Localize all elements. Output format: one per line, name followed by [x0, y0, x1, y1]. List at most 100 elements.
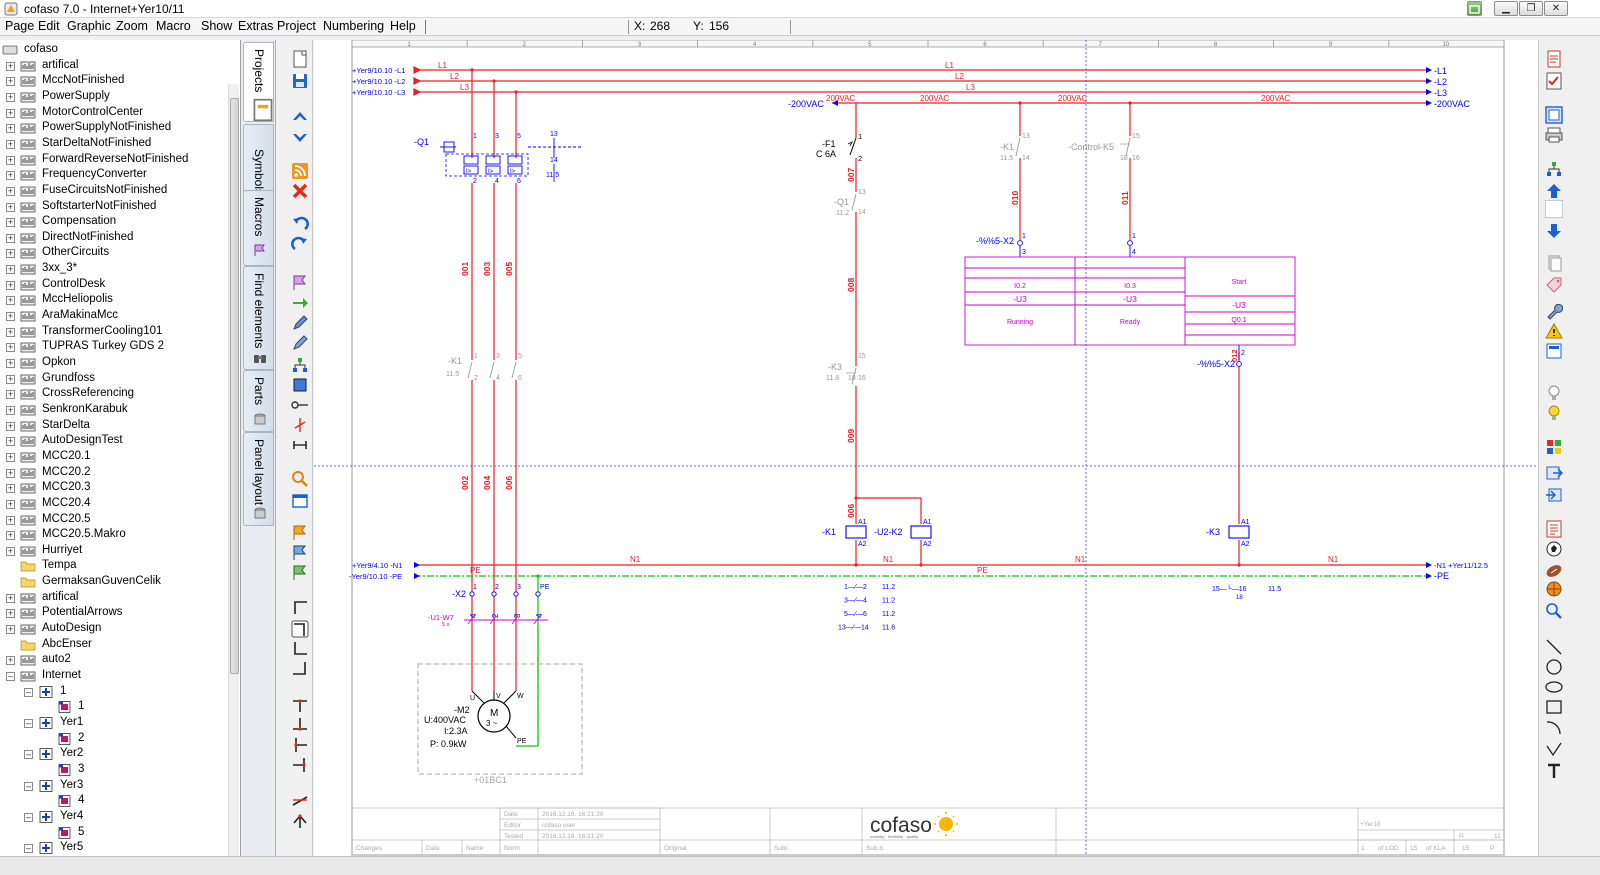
- control-k5-contact[interactable]: -Control-K5 15 18 16: [1068, 133, 1140, 162]
- expand-icon[interactable]: +: [6, 185, 15, 196]
- arc-tool-icon[interactable]: [1545, 718, 1563, 736]
- corner-tl-icon[interactable]: [291, 598, 309, 616]
- corner-br-icon[interactable]: [291, 660, 309, 678]
- grid-icon[interactable]: [1545, 438, 1563, 456]
- collapse-icon[interactable]: –: [24, 780, 33, 791]
- expand-icon[interactable]: +: [6, 326, 15, 337]
- redo-icon[interactable]: [291, 236, 309, 254]
- k2-coil[interactable]: -U2-K2 A1 A2: [874, 519, 932, 548]
- q1-breaker[interactable]: -Q1 1 3 5 13 2 4 6 14 11.5 I> I> I>: [414, 131, 582, 185]
- menu-show[interactable]: Show: [201, 19, 233, 33]
- new-page-icon[interactable]: [291, 50, 309, 68]
- expand-icon[interactable]: +: [6, 498, 15, 509]
- checklist-icon[interactable]: [1545, 72, 1563, 90]
- expand-icon[interactable]: +: [6, 467, 15, 478]
- ellipse-tool-icon[interactable]: [1545, 678, 1563, 696]
- expand-icon[interactable]: +: [6, 514, 15, 525]
- collapse-icon[interactable]: –: [24, 749, 33, 760]
- tab-find-elements[interactable]: Find elements: [243, 266, 274, 370]
- save-icon[interactable]: [291, 72, 309, 90]
- expand-icon[interactable]: +: [6, 264, 15, 275]
- plc-io-block[interactable]: I0.2 I0.3 Q0.1 -U3 -U3 -U3 Running Ready…: [964, 256, 1296, 346]
- expand-icon[interactable]: +: [6, 60, 15, 71]
- expand-icon[interactable]: +: [6, 342, 15, 353]
- expand-icon[interactable]: +: [6, 624, 15, 635]
- import-icon[interactable]: [1545, 486, 1563, 504]
- k1-coil[interactable]: -K1 A1 A2: [822, 519, 867, 548]
- list-icon[interactable]: [1545, 520, 1563, 538]
- menu-zoom[interactable]: Zoom: [116, 19, 148, 33]
- expand-icon[interactable]: +: [6, 170, 15, 181]
- bulb-on-icon[interactable]: [1545, 404, 1563, 422]
- wrench-icon[interactable]: [1545, 302, 1563, 320]
- rectangle-tool-icon[interactable]: [1545, 698, 1563, 716]
- expand-icon[interactable]: +: [6, 420, 15, 431]
- expand-icon[interactable]: +: [6, 107, 15, 118]
- upload-icon[interactable]: [1545, 182, 1563, 200]
- expand-icon[interactable]: +: [6, 483, 15, 494]
- expand-icon[interactable]: +: [6, 404, 15, 415]
- menu-help[interactable]: Help: [390, 19, 416, 33]
- q1-aux-contact[interactable]: -Q1 11.2 13 14: [834, 189, 866, 217]
- menu-edit[interactable]: Edit: [38, 19, 60, 33]
- corner-tr-icon[interactable]: [291, 620, 309, 638]
- collapse-icon[interactable]: –: [24, 843, 33, 854]
- panel-icon[interactable]: [1545, 342, 1563, 360]
- cross-icon[interactable]: [291, 416, 309, 434]
- undo-icon[interactable]: [291, 216, 309, 234]
- jumper-icon[interactable]: [291, 792, 309, 810]
- expand-icon[interactable]: +: [6, 436, 15, 447]
- rss-icon[interactable]: [291, 162, 309, 180]
- expand-icon[interactable]: +: [6, 655, 15, 666]
- restore-app-icon[interactable]: [1467, 1, 1482, 16]
- flag-blue-icon[interactable]: [291, 544, 309, 562]
- motor-terminal-strip[interactable]: -X2 1 2 3 PE 4 2 3 4: [452, 576, 550, 747]
- expand-icon[interactable]: +: [6, 311, 15, 322]
- expand-icon[interactable]: +: [6, 232, 15, 243]
- network-icon[interactable]: [1545, 160, 1563, 178]
- expand-icon[interactable]: +: [6, 451, 15, 462]
- menu-project[interactable]: Project: [277, 19, 316, 33]
- menu-macro[interactable]: Macro: [156, 19, 191, 33]
- pencil-icon[interactable]: [291, 334, 309, 352]
- tee-left-icon[interactable]: [291, 756, 309, 774]
- flag-green-icon[interactable]: [291, 564, 309, 582]
- expand-icon[interactable]: +: [6, 91, 15, 102]
- menu-numbering[interactable]: Numbering: [323, 19, 385, 33]
- zoom-icon[interactable]: [291, 470, 309, 488]
- k3-aux-contact[interactable]: -K3 11.8 15 18 16: [826, 353, 866, 385]
- collapse-icon[interactable]: –: [6, 671, 15, 681]
- page-down-icon[interactable]: [291, 128, 309, 146]
- magnifier-icon[interactable]: [1545, 602, 1563, 620]
- flag-icon[interactable]: [291, 274, 309, 292]
- motor-m2[interactable]: U V W PE M 3 ~ -M2 U:400VAC I:2.3A P: 0.…: [417, 663, 583, 785]
- expand-icon[interactable]: +: [6, 138, 15, 149]
- expand-icon[interactable]: +: [6, 201, 15, 212]
- k1-aux-contact[interactable]: -K1 11.5 13 14: [1000, 133, 1030, 162]
- tree-scrollbar[interactable]: [228, 84, 239, 875]
- line-tool-icon[interactable]: [1545, 638, 1563, 656]
- blank-icon[interactable]: [1545, 200, 1563, 218]
- polyline-tool-icon[interactable]: [1545, 740, 1563, 758]
- copy-icon[interactable]: [1545, 254, 1563, 272]
- menu-page[interactable]: Page: [5, 19, 35, 33]
- download-icon[interactable]: [1545, 222, 1563, 240]
- minimize-button[interactable]: ▁: [1494, 1, 1518, 16]
- x2-top-terminals[interactable]: -%%5-X2 1 3 1 4: [976, 233, 1136, 257]
- tree-scrollbar-thumb[interactable]: [230, 98, 239, 674]
- tee-down-icon[interactable]: [291, 696, 309, 714]
- football-icon[interactable]: [1545, 562, 1563, 580]
- tee-right-icon[interactable]: [291, 736, 309, 754]
- flag-orange-icon[interactable]: [291, 524, 309, 542]
- select-box-icon[interactable]: [291, 376, 309, 394]
- project-tree[interactable]: cofaso+artifical+MccNotFinished+PowerSup…: [0, 40, 241, 875]
- export-icon[interactable]: [1545, 464, 1563, 482]
- expand-icon[interactable]: +: [6, 154, 15, 165]
- expand-icon[interactable]: +: [6, 592, 15, 603]
- warning-icon[interactable]: [1545, 322, 1563, 340]
- ball-icon[interactable]: [1545, 540, 1563, 558]
- text-tool-icon[interactable]: [1545, 762, 1563, 780]
- menu-graphic[interactable]: Graphic: [67, 19, 111, 33]
- document-icon[interactable]: [1545, 50, 1563, 68]
